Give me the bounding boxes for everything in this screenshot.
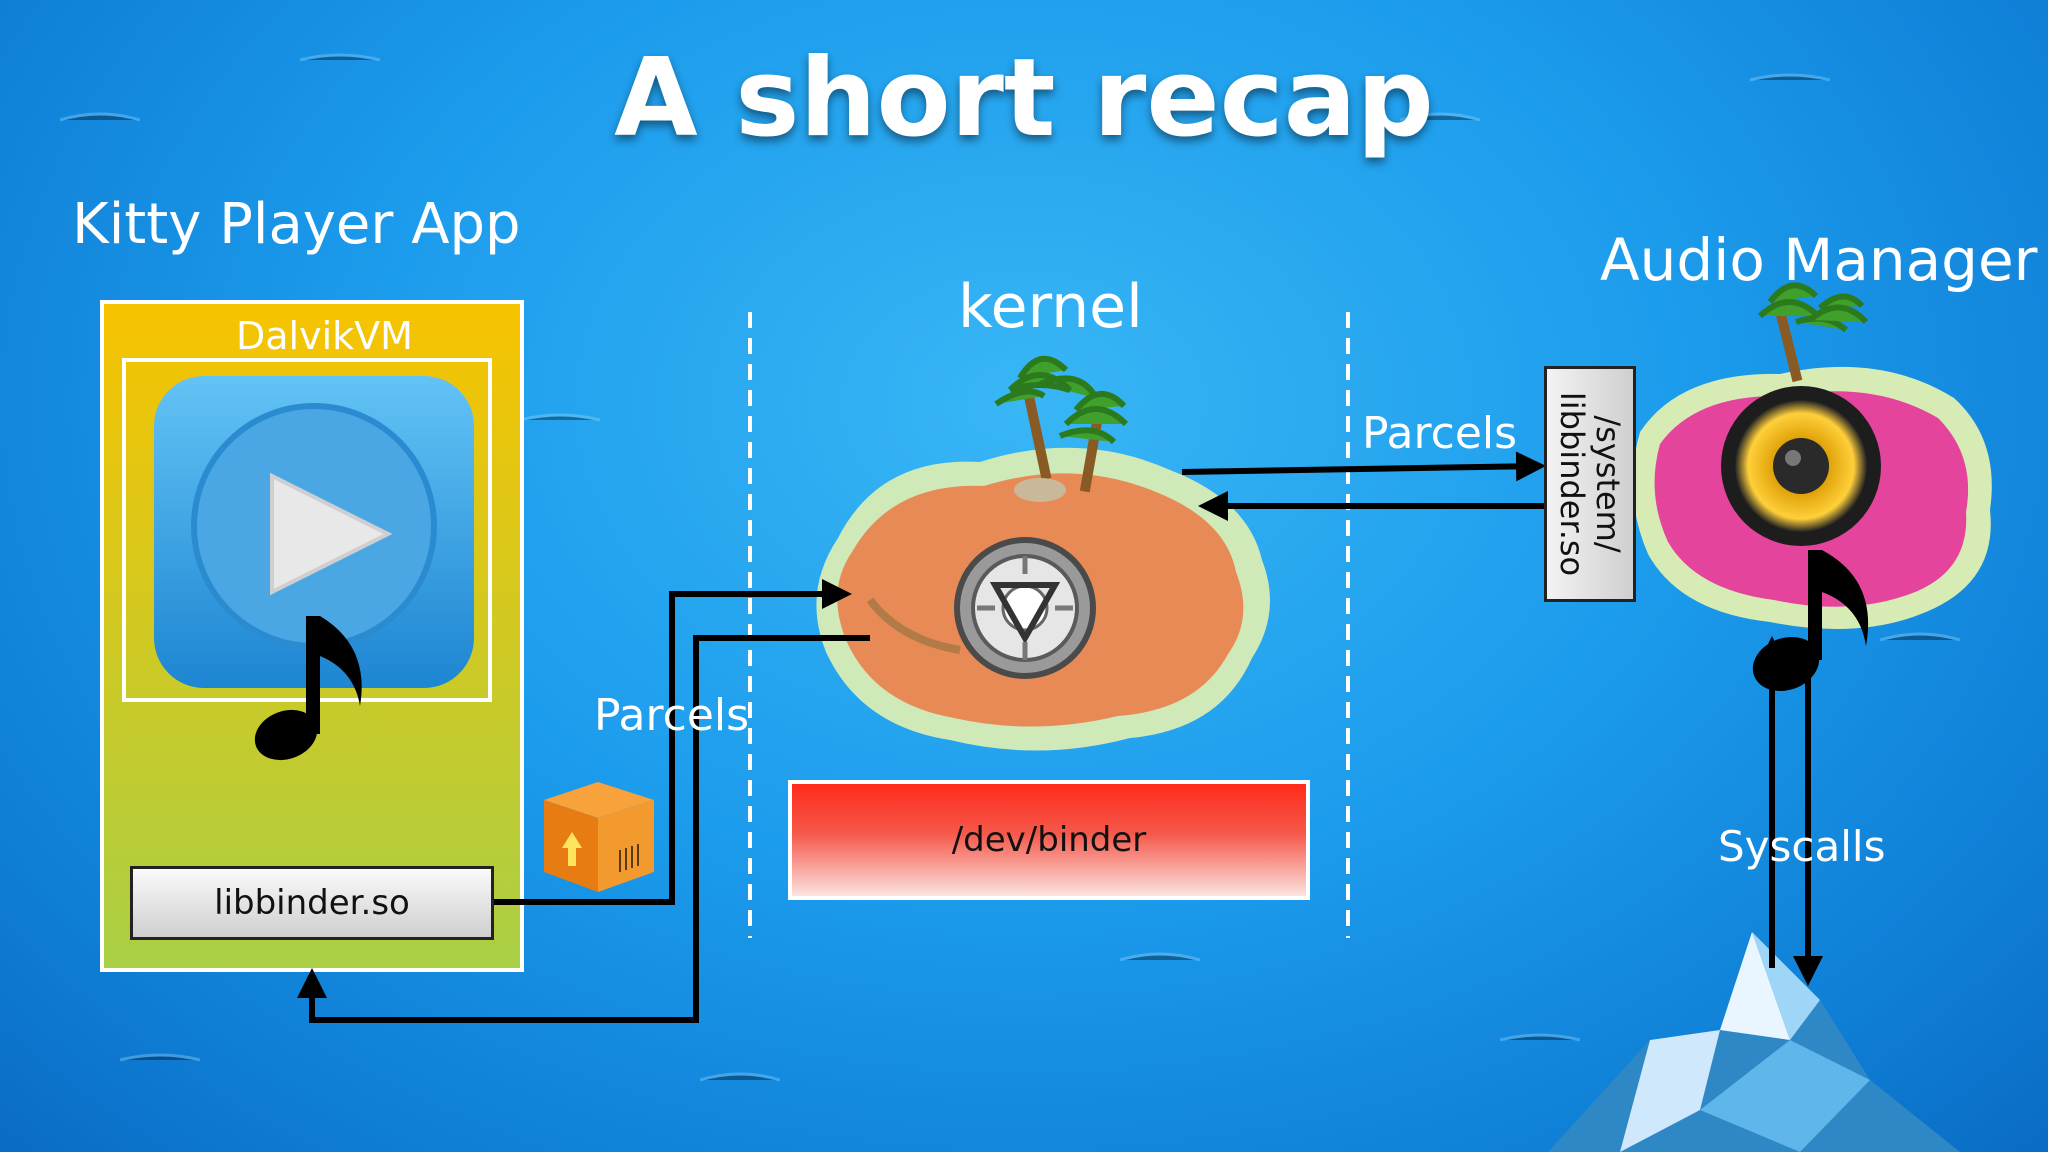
kernel-label: kernel [958, 272, 1143, 342]
syscalls-label: Syscalls [1718, 822, 1886, 871]
service-label: Audio Manager [1600, 226, 2038, 294]
app-libbinder-label: libbinder.so [214, 883, 410, 923]
package-box-icon [544, 782, 654, 892]
play-button-icon [154, 376, 474, 688]
binder-driver-label: /dev/binder [951, 820, 1147, 860]
binder-driver-box: /dev/binder [788, 780, 1310, 900]
water-texture [59, 53, 1961, 1082]
arrows [297, 451, 1823, 1023]
music-note-icon [254, 616, 362, 761]
service-libbinder-text: /system/ libbinder.so [1553, 366, 1627, 602]
speaker-icon [1721, 386, 1881, 546]
service-libbinder-line2: libbinder.so [1553, 391, 1591, 577]
parcels-label-right: Parcels [1362, 408, 1518, 459]
arrow-kernel-to-app [297, 635, 870, 1023]
slide-title: A short recap [614, 36, 1434, 161]
arrow-app-to-kernel [494, 579, 852, 905]
service-libbinder-line1: /system/ [1589, 415, 1627, 553]
app-libbinder-box: libbinder.so [130, 866, 494, 940]
arc-reactor-icon [954, 537, 1096, 679]
parcels-label-left: Parcels [594, 690, 750, 741]
iceberg-icon [1548, 932, 1960, 1152]
arrow-kernel-to-service [1181, 451, 1546, 482]
service-libbinder-box: /system/ libbinder.so [1544, 366, 1636, 602]
vm-label: DalvikVM [236, 314, 413, 358]
app-label: Kitty Player App [72, 192, 521, 257]
